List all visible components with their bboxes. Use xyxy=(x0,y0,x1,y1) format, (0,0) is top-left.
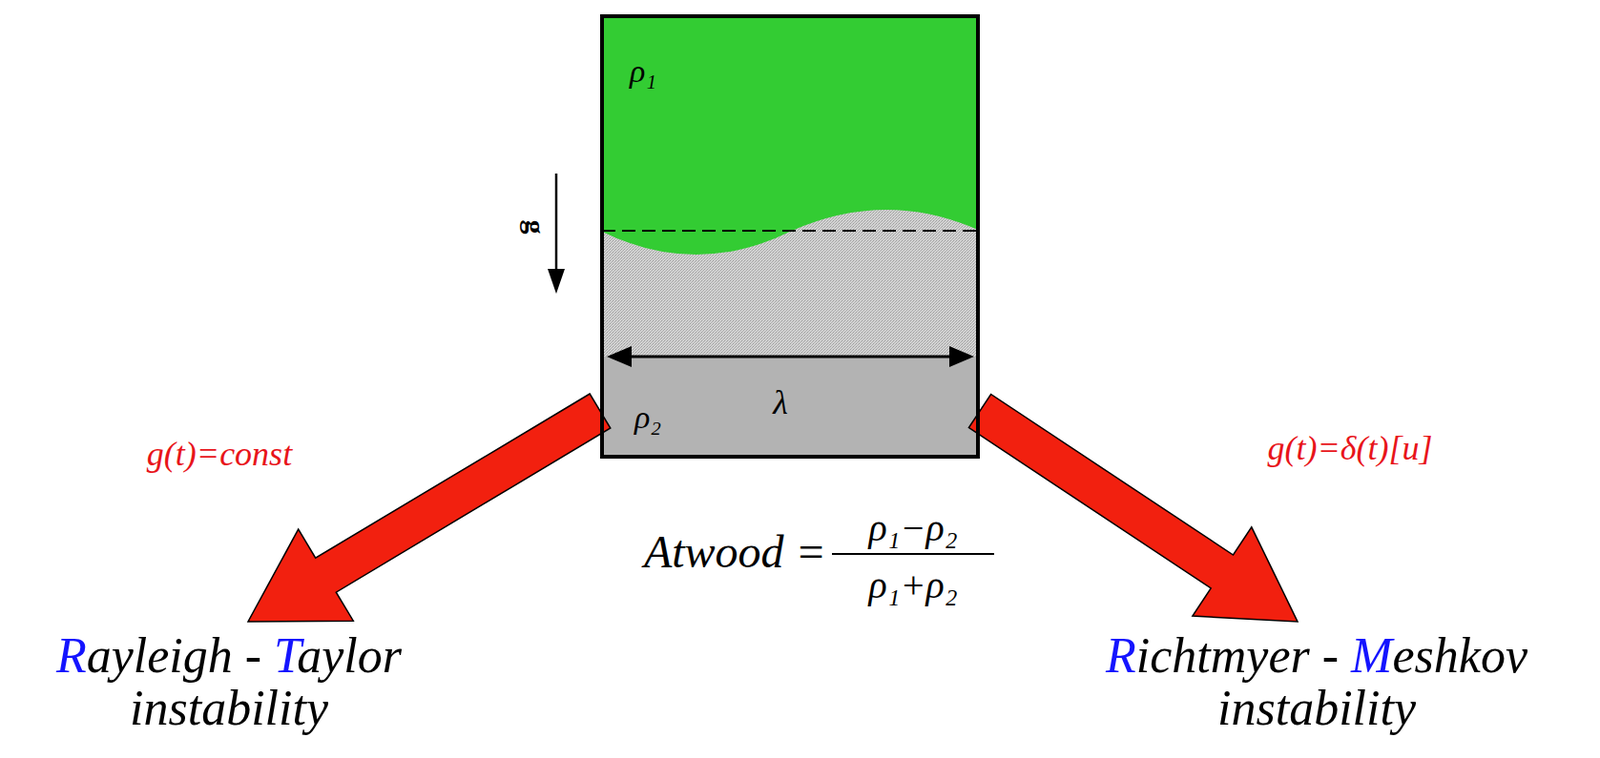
instability-name: Richtmyer - Meshkov instability xyxy=(1059,622,1575,735)
density-label: ρ₂ xyxy=(634,399,662,437)
tank-box: ρ₁ λ ρ₂ xyxy=(600,14,980,459)
edge-label: g(t)=δ(t)[u] xyxy=(1267,428,1433,469)
instability-title: Richtmyer - Meshkov instability xyxy=(1059,629,1575,735)
heavy-fluid-base xyxy=(600,356,980,459)
light-fluid xyxy=(600,14,980,459)
wavelength-label: λ xyxy=(772,382,789,423)
initial-letter: T xyxy=(273,628,297,684)
arrow-head xyxy=(547,269,565,294)
arrow-head xyxy=(606,346,632,368)
instability-title: Rayleigh - Taylor instability xyxy=(9,629,449,735)
initial-letter: R xyxy=(56,628,87,684)
edge-label: g(t)=const xyxy=(146,434,292,475)
initial-letter: R xyxy=(1105,628,1137,684)
formula-label: Atwood = xyxy=(644,525,827,579)
denominator: ρ₁+ρ₂ xyxy=(868,562,957,608)
interface-line xyxy=(602,229,978,232)
block-arrow xyxy=(248,394,611,623)
numerator: ρ₁−ρ₂ xyxy=(868,505,957,551)
heavy-fluid xyxy=(600,209,980,459)
gravity-label: g xyxy=(519,220,552,235)
instability-name: Rayleigh - Taylor instability xyxy=(9,622,449,735)
fraction-bar xyxy=(831,553,995,556)
block-arrow xyxy=(968,394,1298,624)
density-label: ρ₁ xyxy=(629,53,657,90)
initial-letter: M xyxy=(1350,628,1393,684)
wavelength-arrow xyxy=(622,355,959,359)
arrow-head xyxy=(949,346,975,368)
gravity-arrow xyxy=(555,173,559,275)
